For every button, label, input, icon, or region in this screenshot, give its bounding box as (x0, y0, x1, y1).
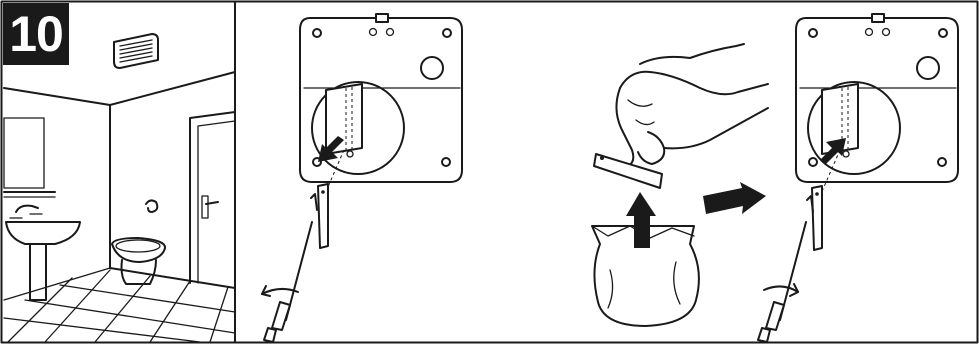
unit-refit-step (757, 13, 959, 343)
extractor-unit-icon (299, 13, 463, 197)
screwdriver-icon (757, 221, 807, 343)
bathroom-scene-icon (3, 1, 236, 343)
wall-extractor-icon (113, 33, 159, 69)
hand-filter-bag-icon (591, 43, 769, 327)
screwdriver-icon (261, 221, 313, 343)
filter-disposal-step (591, 43, 769, 327)
unit-removal-step (261, 13, 463, 343)
extractor-unit-icon (795, 13, 959, 197)
step-number-badge: 10 (3, 3, 69, 65)
